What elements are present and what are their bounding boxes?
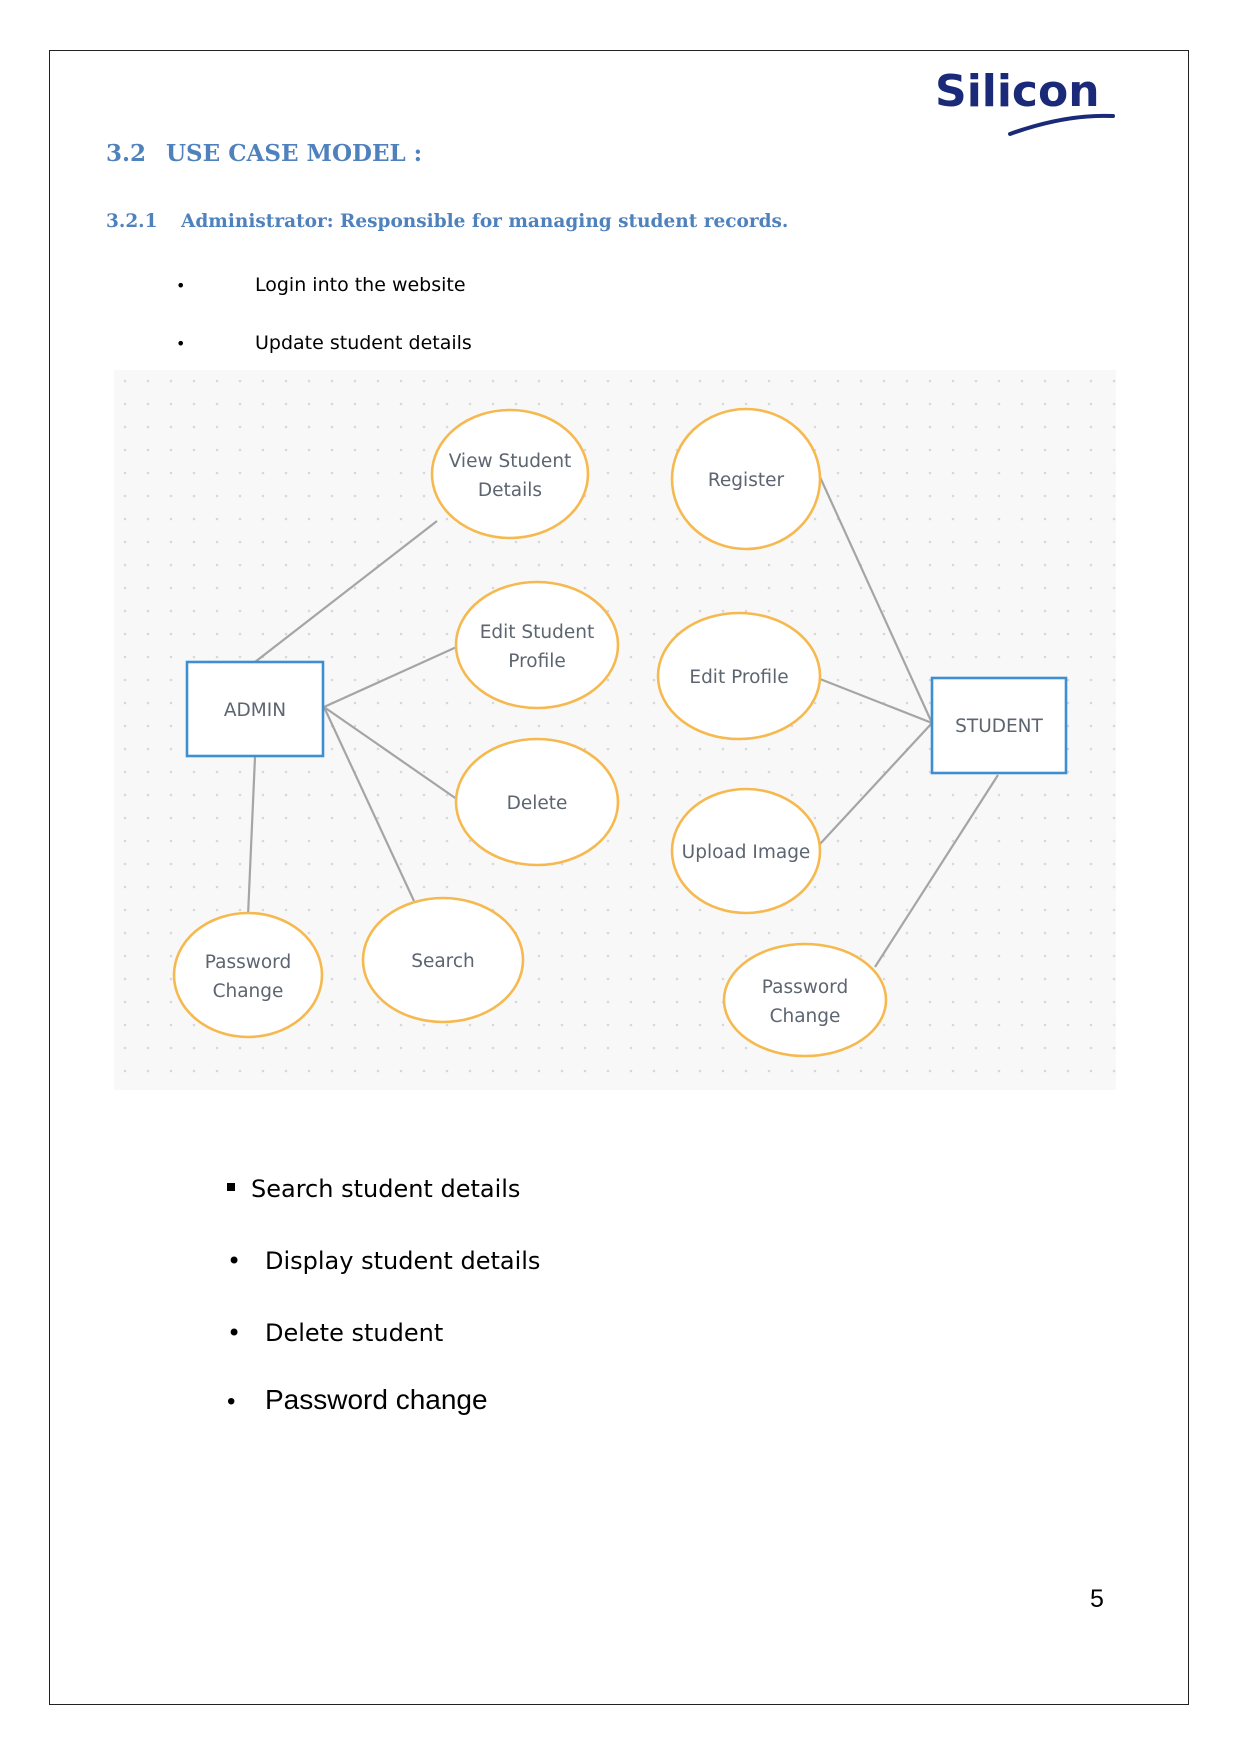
list-item: • Password change	[227, 1384, 488, 1416]
actor-label-admin: ADMIN	[224, 700, 286, 721]
usecase-label: Profile	[508, 651, 566, 672]
usecase-label: Edit Student	[480, 622, 595, 643]
subsection-title: Administrator: Responsible for managing …	[181, 211, 789, 232]
usecase-label: Change	[213, 981, 284, 1002]
connector-student-upload	[819, 722, 933, 845]
usecase-view-student-details	[430, 408, 590, 540]
usecase-label: Details	[478, 480, 542, 501]
actor-admin	[185, 660, 325, 758]
usecase-label: View Student	[449, 451, 572, 472]
usecase-edit-profile	[656, 611, 822, 741]
usecase-label: Register	[708, 470, 785, 491]
page-number: 5	[1090, 1585, 1104, 1613]
bullet-icon: •	[176, 334, 186, 353]
list-item: • Update student details	[176, 332, 472, 354]
list-item: • Login into the website	[176, 274, 466, 296]
bullet-icon: •	[227, 1247, 242, 1275]
logo-swoosh-icon	[1008, 113, 1115, 136]
square-bullet-icon	[227, 1183, 235, 1191]
bullet-icon: •	[227, 1388, 236, 1415]
connector-admin-password	[246, 756, 257, 917]
list-item: Search student details	[227, 1175, 520, 1203]
bullet-icon: •	[176, 276, 186, 295]
actor-label-student: STUDENT	[955, 716, 1043, 737]
connector-student-editprofile	[819, 677, 933, 725]
connector-admin-view	[254, 520, 438, 663]
list-item: • Display student details	[227, 1247, 540, 1275]
usecase-label: Delete	[507, 793, 568, 814]
usecase-label: Search	[411, 951, 475, 972]
section-heading: 3.2 USE CASE MODEL :	[106, 140, 422, 167]
use-case-diagram: View Student Details Edit Student Profil…	[114, 370, 1116, 1090]
list-item-text: Display student details	[265, 1247, 541, 1275]
usecase-label: Upload Image	[682, 842, 811, 863]
section-number: 3.2	[106, 140, 147, 167]
bullet-icon: •	[227, 1319, 242, 1347]
usecase-label: Password	[205, 952, 291, 973]
usecase-delete	[454, 737, 620, 867]
usecase-search	[361, 896, 525, 1024]
list-item-text: Search student details	[251, 1175, 521, 1203]
usecase-register	[670, 407, 822, 551]
connector-student-password	[874, 774, 999, 968]
usecase-edit-student-profile	[454, 580, 620, 710]
silicon-logo: Silicon	[935, 66, 1135, 146]
usecase-label: Edit Profile	[689, 667, 788, 688]
connectors	[246, 476, 999, 968]
usecase-label: Change	[770, 1006, 841, 1027]
list-item-text: Password change	[265, 1384, 488, 1415]
usecase-admin-password-change	[172, 911, 324, 1039]
list-item: • Delete student	[227, 1319, 443, 1347]
list-item-text: Update student details	[255, 332, 472, 354]
usecase-student-password-change	[722, 942, 888, 1058]
usecase-label: Password	[762, 977, 848, 998]
list-item-text: Login into the website	[255, 274, 466, 296]
connector-admin-search	[323, 706, 415, 902]
usecase-upload-image	[670, 787, 822, 915]
page-border	[49, 50, 1189, 1705]
actor-student	[930, 676, 1068, 775]
list-item-text: Delete student	[265, 1319, 444, 1347]
connector-admin-edit	[323, 643, 462, 709]
section-title: USE CASE MODEL :	[166, 140, 423, 167]
connector-admin-delete	[323, 706, 462, 803]
subsection-heading: 3.2.1 Administrator: Responsible for mana…	[106, 211, 788, 232]
subsection-number: 3.2.1	[106, 211, 158, 232]
connector-student-register	[818, 476, 934, 724]
logo-text: Silicon	[935, 66, 1100, 117]
